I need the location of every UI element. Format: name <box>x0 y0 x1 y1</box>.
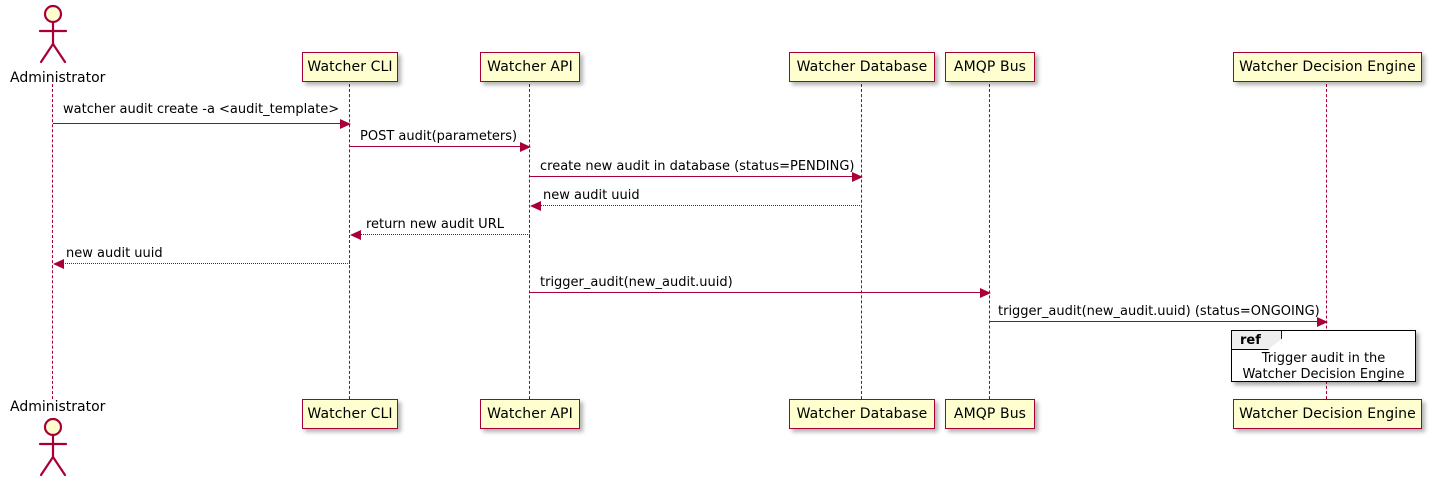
fragment-tab-ref-trigger-audit: ref <box>1232 331 1282 350</box>
arrow-head-msg-5 <box>350 229 361 240</box>
arrow-head-msg-3 <box>852 171 863 182</box>
message-line-msg-2 <box>350 146 520 147</box>
lifeline-watcher-cli <box>349 84 351 399</box>
participant-watcher-cli-top[interactable]: Watcher CLI <box>302 52 398 82</box>
participant-watcher-decision-engine-top[interactable]: Watcher Decision Engine <box>1233 52 1422 82</box>
message-line-msg-6 <box>63 263 350 264</box>
message-label-msg-1: watcher audit create -a <audit_template> <box>63 102 340 117</box>
lifeline-watcher-api <box>529 84 531 399</box>
arrow-head-msg-6 <box>53 258 64 269</box>
arrow-head-msg-8 <box>1317 316 1328 327</box>
arrow-head-msg-1 <box>340 118 351 129</box>
message-label-msg-8: trigger_audit(new_audit.uuid) (status=ON… <box>998 304 1320 319</box>
message-line-msg-4 <box>540 205 862 206</box>
message-label-msg-6: new audit uuid <box>66 246 163 261</box>
participant-amqp-bus-bottom[interactable]: AMQP Bus <box>945 399 1035 429</box>
message-label-msg-2: POST audit(parameters) <box>360 129 518 144</box>
message-label-msg-7: trigger_audit(new_audit.uuid) <box>540 275 733 290</box>
participant-watcher-database-bottom[interactable]: Watcher Database <box>789 399 935 429</box>
message-label-msg-4: new audit uuid <box>543 188 640 203</box>
fragment-body-line-1: Trigger audit in the <box>1261 351 1386 366</box>
message-line-msg-3 <box>530 176 852 177</box>
lifeline-watcher-database <box>861 84 863 399</box>
participant-amqp-bus-top[interactable]: AMQP Bus <box>945 52 1035 82</box>
participant-watcher-cli-bottom[interactable]: Watcher CLI <box>302 399 398 429</box>
message-line-msg-7 <box>530 292 980 293</box>
actor-figure-administrator-bottom <box>35 417 71 483</box>
lifeline-watcher-decision-engine <box>1326 84 1328 399</box>
message-line-msg-1 <box>53 123 340 124</box>
participant-watcher-api-top[interactable]: Watcher API <box>480 52 580 82</box>
participant-watcher-api-bottom[interactable]: Watcher API <box>480 399 580 429</box>
message-label-msg-5: return new audit URL <box>366 217 504 232</box>
actor-label-administrator-top: Administrator <box>10 70 106 86</box>
arrow-head-msg-4 <box>530 200 541 211</box>
lifeline-amqp-bus <box>989 84 991 399</box>
message-line-msg-5 <box>360 234 530 235</box>
actor-figure-administrator-top <box>35 4 71 70</box>
message-line-msg-8 <box>990 321 1317 322</box>
arrow-head-msg-7 <box>980 287 991 298</box>
participant-watcher-decision-engine-bottom[interactable]: Watcher Decision Engine <box>1233 399 1422 429</box>
arrow-head-msg-2 <box>520 141 531 152</box>
fragment-body-line-2: Watcher Decision Engine <box>1242 367 1405 382</box>
lifeline-administrator <box>52 84 54 399</box>
participant-watcher-database-top[interactable]: Watcher Database <box>789 52 935 82</box>
message-label-msg-3: create new audit in database (status=PEN… <box>540 159 855 174</box>
actor-label-administrator-bottom: Administrator <box>10 399 106 415</box>
